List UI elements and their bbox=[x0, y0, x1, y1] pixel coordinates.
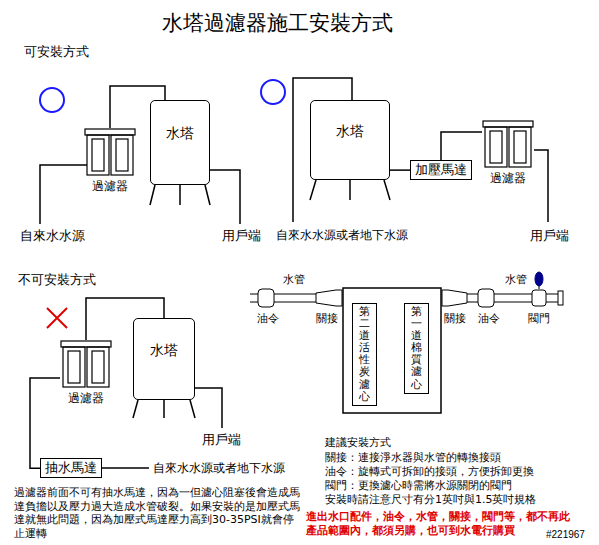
union-fitting bbox=[478, 289, 494, 307]
user-pipe bbox=[210, 170, 240, 224]
text-label: #221967 bbox=[546, 529, 585, 542]
node-label: 水塔 bbox=[151, 125, 209, 143]
sun-circle bbox=[40, 88, 64, 112]
text-label: 油令 bbox=[257, 312, 279, 326]
filter-canister bbox=[87, 135, 109, 175]
filter-drawing bbox=[84, 128, 136, 176]
text-label: 用戶端 bbox=[202, 432, 241, 448]
valve-handle bbox=[535, 272, 543, 286]
filter-canister bbox=[111, 135, 133, 175]
pipe-connector bbox=[390, 169, 410, 171]
node-label: 過濾器 bbox=[482, 170, 534, 187]
water-pipe bbox=[274, 294, 316, 302]
text-label: 自來水水源 bbox=[20, 228, 85, 244]
filter-cap bbox=[85, 129, 135, 135]
text-label: 水管 bbox=[505, 273, 527, 287]
text-label: 進出水口配件，油令，水管，關接，閥門等，都不再此產品範圍內，都須另購，也可到水電… bbox=[306, 510, 574, 538]
filter-core bbox=[116, 139, 128, 171]
filter-drawing bbox=[482, 120, 534, 168]
tower-legs bbox=[133, 400, 195, 418]
filter-core bbox=[68, 351, 80, 383]
filter-canister bbox=[87, 347, 109, 387]
filter-unit: 過濾器 bbox=[60, 340, 112, 407]
text-label: 用戶端 bbox=[530, 228, 569, 244]
node-label: 第一道棉質濾心 bbox=[411, 306, 422, 391]
text-label: 安裝時請注意尺寸有分1英吋與1.5英吋規格 bbox=[325, 493, 537, 507]
filter-core bbox=[92, 351, 104, 383]
node-label: 第二道活性炭濾心 bbox=[359, 306, 370, 403]
text-label: 過濾器前面不可有抽水馬達，因為一但濾心阻塞後會造成馬達負擔以及壓力過大造成水管破… bbox=[14, 486, 302, 540]
text-label: 關接：連接淨水器與水管的轉換接頭 bbox=[325, 451, 501, 465]
adapter-fitting bbox=[316, 290, 342, 306]
source-pipe bbox=[100, 467, 149, 469]
filter-core bbox=[92, 139, 104, 171]
text-label: 油令 bbox=[478, 312, 500, 326]
node-label: 水塔 bbox=[134, 342, 194, 360]
user-pipe bbox=[534, 150, 548, 222]
water-pipe bbox=[494, 294, 558, 302]
filter-core bbox=[490, 131, 502, 163]
pipe-connector bbox=[30, 378, 60, 468]
text-label: 可安裝方式 bbox=[24, 44, 89, 60]
filter-canister bbox=[485, 127, 507, 167]
pipe-connector bbox=[441, 132, 482, 160]
title: 水塔過濾器施工安裝方式 bbox=[162, 10, 393, 36]
filter-cartridge: 第一道棉質濾心 bbox=[404, 303, 429, 394]
adapter-fitting bbox=[442, 290, 467, 306]
water-tower: 水塔 bbox=[310, 100, 390, 180]
sun-circle bbox=[261, 80, 285, 104]
text-label: 油令：旋轉式可拆卸的接頭，方便拆卸更換 bbox=[325, 465, 534, 479]
text-label: 水管 bbox=[283, 273, 305, 287]
node-label: 水塔 bbox=[311, 123, 389, 141]
node-label: 過濾器 bbox=[60, 390, 112, 407]
motor-box: 加壓馬達 bbox=[410, 160, 472, 180]
text-label: 閥門 bbox=[528, 312, 550, 326]
motor-box: 抽水馬達 bbox=[40, 458, 102, 478]
filter-cap bbox=[61, 341, 111, 347]
filter-canister bbox=[509, 127, 531, 167]
filter-canister bbox=[63, 347, 85, 387]
tower-legs bbox=[150, 185, 210, 205]
pipe-cap bbox=[558, 291, 563, 305]
text-label: 自來水水源或者地下水源 bbox=[153, 461, 285, 476]
user-pipe bbox=[195, 388, 222, 428]
water-tower: 水塔 bbox=[150, 100, 210, 185]
filter-unit: 過濾器 bbox=[482, 120, 534, 187]
union-fitting bbox=[258, 289, 274, 307]
text-label: 建議安裝方式 bbox=[325, 436, 391, 450]
source-pipe bbox=[40, 165, 87, 224]
filter-cartridge: 第二道活性炭濾心 bbox=[352, 303, 377, 406]
text-label: 關接 bbox=[316, 312, 338, 326]
valve-body bbox=[532, 290, 546, 306]
text-label: 關接 bbox=[444, 312, 466, 326]
water-pipe bbox=[250, 294, 258, 302]
node-label: 抽水馬達 bbox=[45, 460, 97, 476]
filter-cap bbox=[483, 121, 533, 127]
tower-legs bbox=[310, 180, 390, 200]
text-label: 不可安裝方式 bbox=[18, 272, 96, 288]
text-label: 自來水水源或者地下水源 bbox=[276, 228, 408, 243]
cross-mark bbox=[47, 308, 67, 328]
text-label: 閥門：更換濾心時需將水源關閉的閥門 bbox=[325, 479, 512, 493]
node-label: 過濾器 bbox=[84, 178, 136, 195]
node-label: 加壓馬達 bbox=[415, 162, 467, 178]
water-tower: 水塔 bbox=[133, 318, 195, 400]
filter-housing bbox=[343, 288, 441, 413]
filter-unit: 過濾器 bbox=[84, 128, 136, 195]
filter-drawing bbox=[60, 340, 112, 388]
text-label: 用戶端 bbox=[222, 228, 261, 244]
filter-core bbox=[514, 131, 526, 163]
water-pipe bbox=[467, 294, 478, 302]
